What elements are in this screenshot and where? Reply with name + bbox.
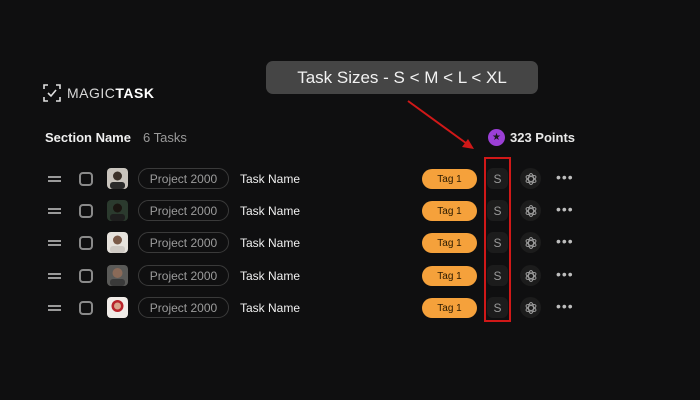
ai-assistant-icon[interactable] xyxy=(520,168,541,189)
logo-text: MAGICTASK xyxy=(67,85,154,101)
tag-badge[interactable]: Tag 1 xyxy=(422,298,477,318)
task-row[interactable]: Project 2000 Task Name Tag 1 S ••• xyxy=(0,195,700,227)
avatar xyxy=(107,297,128,318)
project-pill[interactable]: Project 2000 xyxy=(138,297,229,318)
ai-assistant-icon[interactable] xyxy=(520,297,541,318)
tag-badge[interactable]: Tag 1 xyxy=(422,266,477,286)
star-icon: ★ xyxy=(488,129,505,146)
drag-handle-icon[interactable] xyxy=(48,176,61,182)
section-name[interactable]: Section Name xyxy=(45,130,131,145)
ai-assistant-icon[interactable] xyxy=(520,265,541,286)
logo-text-light: MAGIC xyxy=(67,85,116,101)
avatar xyxy=(107,200,128,221)
task-checkbox[interactable] xyxy=(79,172,93,186)
task-name[interactable]: Task Name xyxy=(240,269,301,283)
logo-text-bold: TASK xyxy=(115,85,155,101)
avatar xyxy=(107,168,128,189)
task-row[interactable]: Project 2000 Task Name Tag 1 S ••• xyxy=(0,260,700,292)
task-checkbox[interactable] xyxy=(79,301,93,315)
avatar xyxy=(107,265,128,286)
points-badge: ★ 323 Points xyxy=(488,129,575,146)
more-options-icon[interactable]: ••• xyxy=(556,298,574,314)
size-badge[interactable]: S xyxy=(487,297,508,318)
more-options-icon[interactable]: ••• xyxy=(556,201,574,217)
size-badge[interactable]: S xyxy=(487,168,508,189)
task-checkbox[interactable] xyxy=(79,269,93,283)
avatar xyxy=(107,232,128,253)
drag-handle-icon[interactable] xyxy=(48,208,61,214)
task-name[interactable]: Task Name xyxy=(240,301,301,315)
more-options-icon[interactable]: ••• xyxy=(556,169,574,185)
drag-handle-icon[interactable] xyxy=(48,305,61,311)
task-checkbox[interactable] xyxy=(79,236,93,250)
tag-badge[interactable]: Tag 1 xyxy=(422,201,477,221)
task-row[interactable]: Project 2000 Task Name Tag 1 S ••• xyxy=(0,292,700,324)
task-row[interactable]: Project 2000 Task Name Tag 1 S ••• xyxy=(0,163,700,195)
task-checkbox[interactable] xyxy=(79,204,93,218)
tooltip-text: Task Sizes - S < M < L < XL xyxy=(297,67,507,87)
size-column-highlight xyxy=(484,157,511,322)
app-logo: MAGICTASK xyxy=(43,84,154,102)
task-name[interactable]: Task Name xyxy=(240,204,301,218)
project-pill[interactable]: Project 2000 xyxy=(138,168,229,189)
check-frame-icon xyxy=(43,84,61,102)
section-header: Section Name 6 Tasks xyxy=(45,130,187,145)
ai-assistant-icon[interactable] xyxy=(520,200,541,221)
size-badge[interactable]: S xyxy=(487,232,508,253)
tag-badge[interactable]: Tag 1 xyxy=(422,233,477,253)
ai-assistant-icon[interactable] xyxy=(520,232,541,253)
task-sizes-tooltip: Task Sizes - S < M < L < XL xyxy=(266,61,538,94)
project-pill[interactable]: Project 2000 xyxy=(138,232,229,253)
task-count: 6 Tasks xyxy=(142,130,187,145)
more-options-icon[interactable]: ••• xyxy=(556,266,574,282)
task-name[interactable]: Task Name xyxy=(240,236,301,250)
drag-handle-icon[interactable] xyxy=(48,273,61,279)
more-options-icon[interactable]: ••• xyxy=(556,233,574,249)
project-pill[interactable]: Project 2000 xyxy=(138,265,229,286)
tag-badge[interactable]: Tag 1 xyxy=(422,169,477,189)
points-label: 323 Points xyxy=(510,130,576,145)
size-badge[interactable]: S xyxy=(487,200,508,221)
drag-handle-icon[interactable] xyxy=(48,240,61,246)
task-row[interactable]: Project 2000 Task Name Tag 1 S ••• xyxy=(0,227,700,259)
size-badge[interactable]: S xyxy=(487,265,508,286)
project-pill[interactable]: Project 2000 xyxy=(138,200,229,221)
task-name[interactable]: Task Name xyxy=(240,172,301,186)
